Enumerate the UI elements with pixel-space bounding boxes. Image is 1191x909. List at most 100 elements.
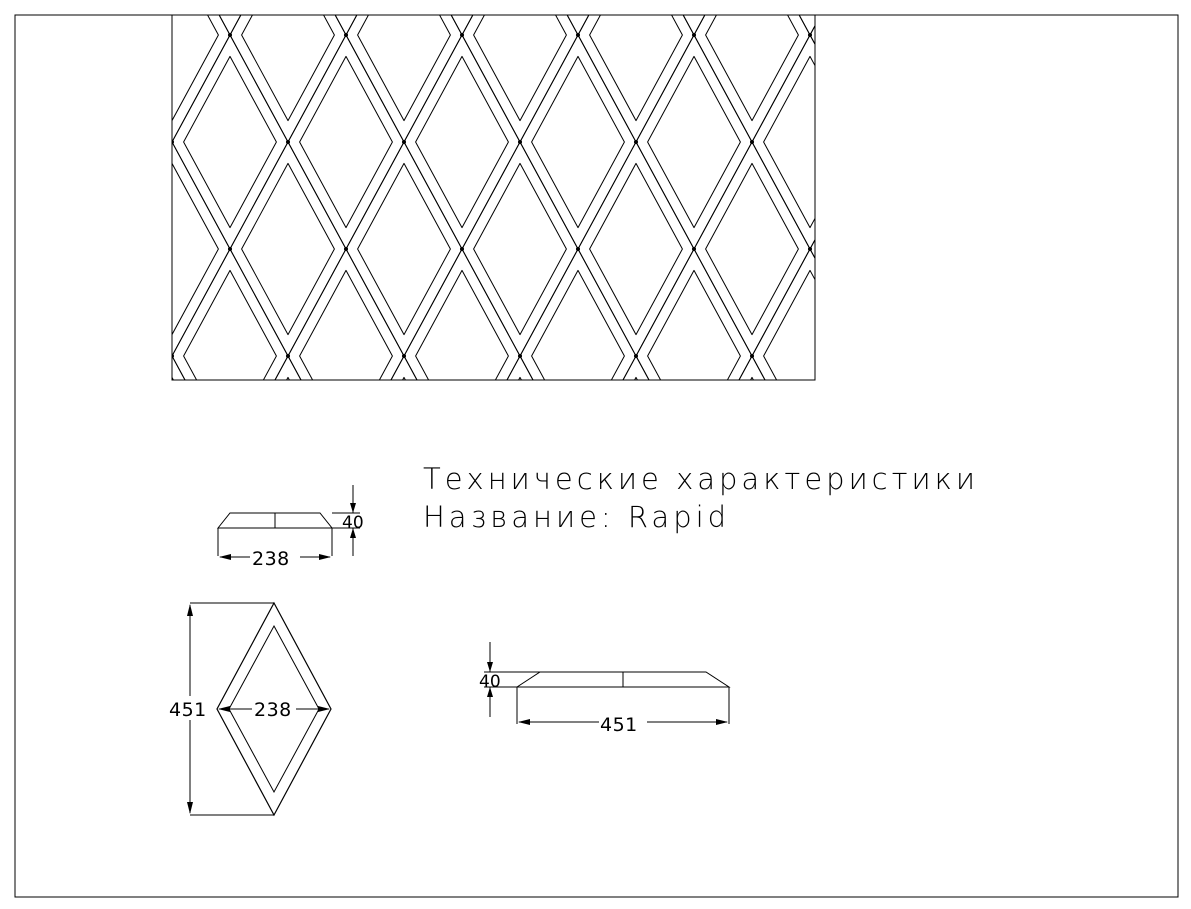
tile-joint xyxy=(576,247,580,251)
tile-inner-outline xyxy=(648,0,741,14)
tile-outline xyxy=(0,356,114,570)
tile-outline xyxy=(0,35,56,249)
tile-inner-outline xyxy=(589,162,683,336)
tile-outline xyxy=(984,0,1100,35)
tile-joint xyxy=(866,140,870,144)
tile-outline xyxy=(461,140,579,358)
tile-inner-outline xyxy=(589,15,683,122)
tile-outline xyxy=(0,249,56,463)
tile-outline xyxy=(693,140,811,358)
tile-pattern xyxy=(0,0,1102,677)
title-line-1: Технические характеристики xyxy=(423,462,979,496)
tile-inner-outline xyxy=(0,56,44,227)
top-view-rhombus: 451 238 xyxy=(168,601,332,817)
tile-joint xyxy=(866,568,870,572)
side-height-label: 40 xyxy=(342,513,364,533)
tile-inner-outline xyxy=(647,269,741,380)
front-height-label: 40 xyxy=(479,672,501,692)
tile-outline xyxy=(56,0,172,35)
tile-joint xyxy=(1040,247,1044,251)
tile-inner-outline xyxy=(764,0,857,14)
tile-outline xyxy=(926,0,1042,142)
tile-joint xyxy=(170,568,174,572)
tile-inner-outline xyxy=(532,0,625,14)
tile-inner-outline xyxy=(68,0,161,14)
tile-outline xyxy=(682,15,706,37)
tile-inner-outline xyxy=(300,0,393,14)
tile-joint xyxy=(1040,461,1044,465)
tile-inner-outline xyxy=(880,56,973,227)
tile-inner-outline xyxy=(172,162,219,336)
tile-outline xyxy=(635,33,753,251)
tile-outline xyxy=(868,35,984,249)
tile-outline xyxy=(172,140,173,144)
tile-outline xyxy=(984,35,1100,249)
tile-inner-outline xyxy=(357,162,451,336)
tile-inner-outline xyxy=(0,0,44,14)
tile-joint xyxy=(634,568,638,572)
tile-inner-outline xyxy=(822,0,915,121)
tile-inner-outline xyxy=(68,270,161,441)
tile-inner-outline xyxy=(938,0,1031,121)
tile-inner-outline xyxy=(286,376,290,380)
tile-inner-outline xyxy=(705,162,799,336)
tile-joint xyxy=(518,354,522,358)
tile-inner-outline xyxy=(996,270,1089,441)
tile-outline xyxy=(0,0,114,142)
tile-joint xyxy=(112,461,116,465)
tile-inner-outline xyxy=(473,15,567,122)
tile-inner-outline xyxy=(822,163,915,334)
tile-outline xyxy=(172,354,186,380)
front-view-long: 40 451 xyxy=(479,642,731,736)
tile-joint xyxy=(982,140,986,144)
tile-joint xyxy=(402,568,406,572)
tile-inner-outline xyxy=(68,484,161,655)
tile-outline xyxy=(566,15,590,37)
tile-inner-outline xyxy=(241,15,335,122)
tile-inner-outline xyxy=(299,269,393,380)
tile-inner-outline xyxy=(647,55,741,229)
tile-joint xyxy=(228,33,232,37)
tile-inner-outline xyxy=(705,15,799,122)
tile-inner-outline xyxy=(938,163,1031,334)
tile-outline xyxy=(519,33,637,251)
tile-outline xyxy=(287,33,405,251)
tile-outline xyxy=(403,33,521,251)
tile-outline xyxy=(0,463,56,677)
tile-inner-outline xyxy=(880,0,973,14)
tile-inner-outline xyxy=(10,0,103,121)
tile-inner-outline xyxy=(763,55,815,229)
tile-joint xyxy=(518,140,522,144)
tile-outline xyxy=(635,247,753,380)
tile-joint xyxy=(1098,568,1102,572)
tile-inner-outline xyxy=(184,484,277,655)
tile-outline xyxy=(0,0,56,35)
tile-inner-outline xyxy=(531,55,625,229)
tile-joint xyxy=(460,33,464,37)
tile-outline xyxy=(450,15,474,37)
top-length-label: 451 xyxy=(169,699,207,721)
tile-joint xyxy=(1098,354,1102,358)
tile-outline xyxy=(984,249,1100,463)
tile-joint xyxy=(228,461,232,465)
tile-inner-outline xyxy=(996,484,1089,655)
tile-joint xyxy=(228,247,232,251)
side-view-small: 40 238 xyxy=(216,485,364,570)
front-length-label: 451 xyxy=(600,714,638,736)
title-line-2: Название: Rapid xyxy=(423,500,730,534)
tile-joint xyxy=(1098,140,1102,144)
tile-joint xyxy=(344,33,348,37)
tile-inner-outline xyxy=(299,55,393,229)
top-width-label: 238 xyxy=(254,699,292,721)
tile-outline xyxy=(926,142,1042,356)
tile-inner-outline xyxy=(172,376,174,380)
tile-inner-outline xyxy=(416,0,509,14)
tile-outline xyxy=(868,249,984,463)
tile-inner-outline xyxy=(996,56,1089,227)
tile-inner-outline xyxy=(184,0,277,14)
tile-joint xyxy=(112,247,116,251)
tile-inner-outline xyxy=(10,377,103,548)
tile-joint xyxy=(1040,33,1044,37)
tile-outline xyxy=(751,33,815,251)
